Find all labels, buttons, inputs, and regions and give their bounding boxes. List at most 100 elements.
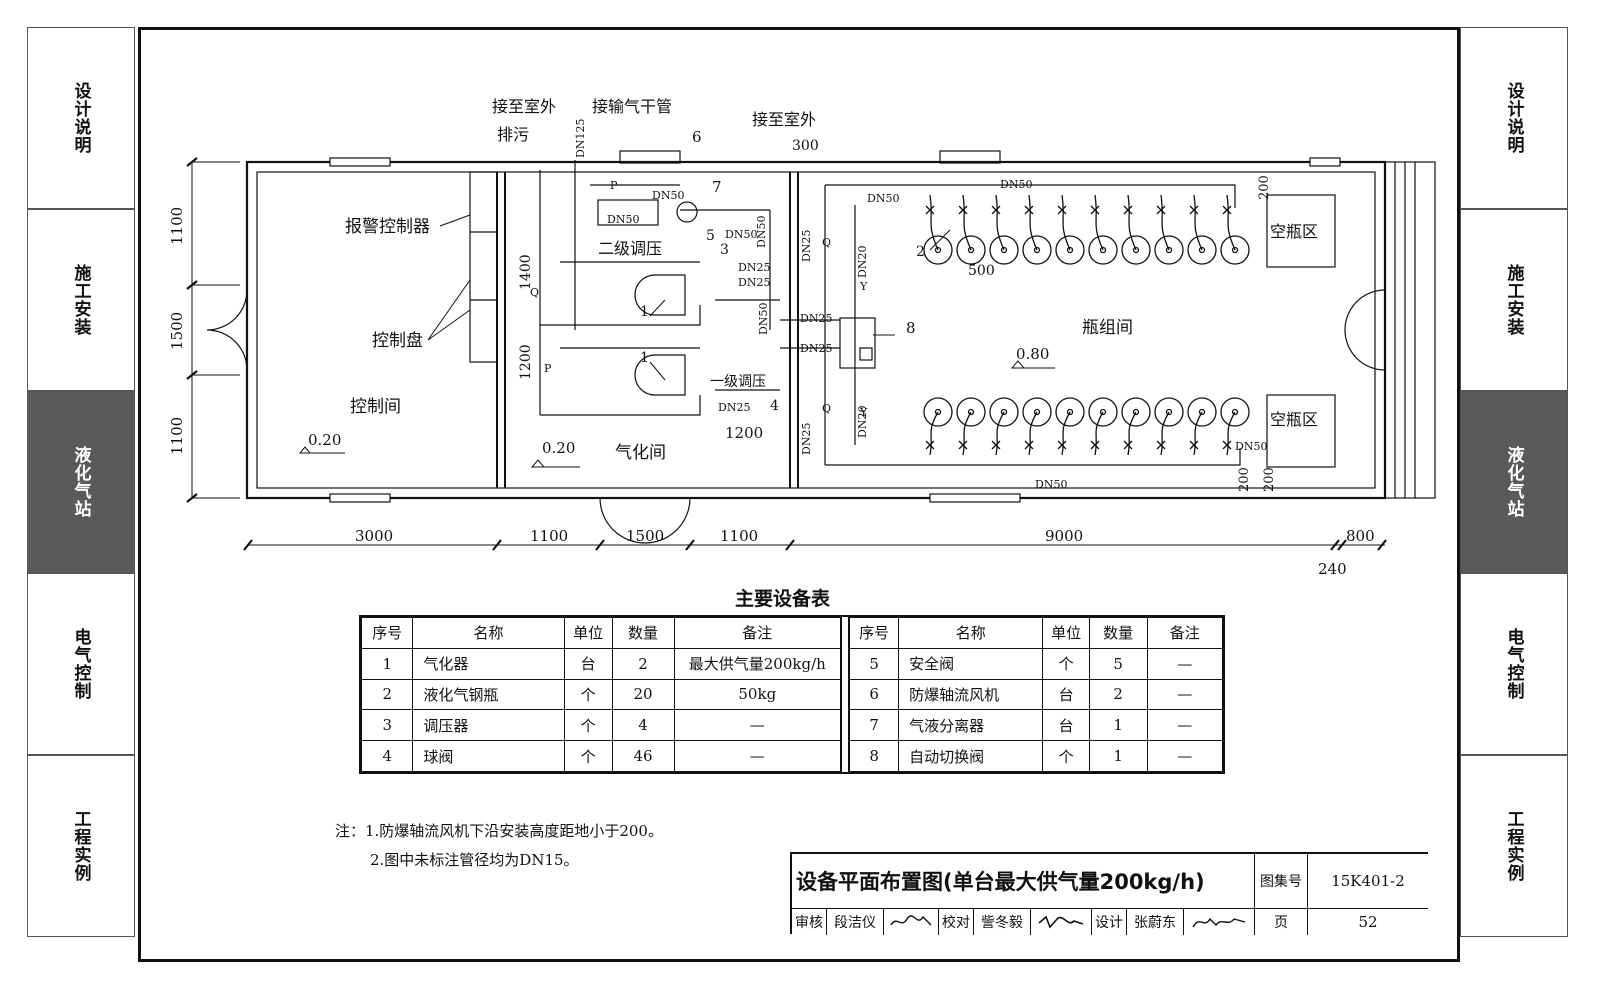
dn25-5: DN25 — [800, 342, 832, 355]
table-cell: 气液分离器 — [898, 709, 1044, 742]
checker-signature — [1031, 909, 1092, 935]
right-tab-1[interactable]: 施工安装 — [1460, 209, 1568, 391]
reviewer-signature — [884, 909, 939, 935]
table-cell: 个 — [1042, 647, 1090, 680]
empty-zone-bottom: 空瓶区 — [1270, 410, 1318, 429]
cylinder-hose — [929, 411, 939, 456]
table-cell: 2 — [611, 647, 675, 680]
gas-cylinder — [923, 397, 953, 427]
level-cylinder: 0.80 — [1016, 345, 1049, 363]
cylinder-valve — [1033, 246, 1041, 254]
dn25-7: DN25 — [800, 423, 813, 455]
room-vaporizer: 气化间 — [615, 443, 666, 463]
first-stage-label: 一级调压 — [710, 374, 766, 390]
dim-240: 240 — [1318, 560, 1347, 578]
q-mark-1: Q — [530, 286, 539, 299]
gas-cylinder — [923, 235, 953, 265]
table-header-cell: 数量 — [1088, 617, 1148, 649]
table-cell: 46 — [611, 740, 675, 772]
table-cell: 2 — [360, 678, 414, 711]
label-dn125: DN125 — [574, 119, 587, 158]
note-1: 注：1.防爆轴流风机下沿安装高度距地小于200。 — [335, 822, 663, 840]
cylinder-hose — [1127, 411, 1137, 456]
left-tab-4[interactable]: 工程实例 — [27, 755, 135, 937]
dn50-top: DN50 — [1000, 178, 1032, 191]
level-control: 0.20 — [308, 431, 341, 449]
callout-7: 7 — [712, 178, 722, 196]
left-tab-1[interactable]: 施工安装 — [27, 209, 135, 391]
callout-3: 3 — [720, 242, 729, 258]
right-tab-2[interactable]: 液化气站 — [1460, 391, 1568, 573]
gas-cylinder — [1055, 235, 1085, 265]
cylinder-valve — [967, 246, 975, 254]
left-tab-2[interactable]: 液化气站 — [27, 391, 135, 573]
table-cell: 2 — [1088, 678, 1148, 711]
cylinder-hose — [1028, 194, 1038, 251]
drawing-frame — [138, 27, 1460, 962]
left-tab-0[interactable]: 设计说明 — [27, 27, 135, 209]
gas-cylinder — [1088, 397, 1118, 427]
cylinder-hose — [995, 411, 1005, 456]
cylinder-hose — [1061, 411, 1071, 456]
cylinder-hose — [1193, 194, 1203, 251]
cylinder-valve — [1165, 246, 1173, 254]
right-tab-3[interactable]: 电气控制 — [1460, 573, 1568, 755]
cylinder-hose — [1061, 194, 1071, 251]
ball-valve — [925, 205, 935, 215]
table-cell: — — [673, 709, 842, 742]
q-mark-2: Q — [822, 236, 831, 249]
dn50-vap-4: DN50 — [755, 216, 768, 248]
cylinder-hose — [1028, 411, 1038, 456]
tab-label: 工程实例 — [1503, 810, 1524, 882]
page-number: 52 — [1358, 913, 1378, 931]
tab-label: 液化气站 — [70, 446, 91, 518]
table-cell: 1 — [1088, 740, 1148, 772]
right-tab-4[interactable]: 工程实例 — [1460, 755, 1568, 937]
table-cell: 防爆轴流风机 — [898, 678, 1044, 711]
cylinder-hose — [1226, 411, 1236, 456]
table-cell: 调压器 — [412, 709, 565, 742]
cylinder-hose — [1226, 194, 1236, 251]
dn25-3: DN25 — [718, 401, 750, 414]
table-cell: — — [1146, 740, 1224, 772]
table-header-cell: 名称 — [412, 617, 565, 649]
dim-300: 300 — [792, 138, 819, 154]
tab-label: 施工安装 — [70, 264, 91, 336]
table-cell: 7 — [848, 709, 900, 742]
room-cylinder: 瓶组间 — [1082, 318, 1133, 338]
gas-cylinder — [1154, 397, 1184, 427]
page-label: 页 — [1255, 909, 1308, 935]
atlas-label: 图集号 — [1255, 854, 1308, 908]
equipment-table-title: 主要设备表 — [735, 588, 831, 610]
cylinder-valve — [1132, 408, 1140, 416]
cylinder-hose — [962, 411, 972, 456]
designer: 张蔚东 — [1127, 909, 1184, 935]
left-dim-1: 1100 — [168, 207, 186, 245]
gas-cylinder — [1154, 235, 1184, 265]
control-panel-label: 控制盘 — [372, 331, 423, 351]
cylinder-valve — [1231, 408, 1239, 416]
table-cell: 个 — [563, 740, 613, 772]
right-tab-0[interactable]: 设计说明 — [1460, 27, 1568, 209]
reviewer: 段洁仪 — [827, 909, 884, 935]
table-cell: 6 — [848, 678, 900, 711]
table-cell: — — [1146, 647, 1224, 680]
ball-valve — [1156, 205, 1166, 215]
callout-5: 5 — [706, 228, 715, 244]
gas-cylinder — [989, 235, 1019, 265]
review-label: 审核 — [792, 909, 827, 935]
left-tab-3[interactable]: 电气控制 — [27, 573, 135, 755]
callout-6: 6 — [692, 128, 702, 146]
gas-cylinder — [989, 397, 1019, 427]
gas-cylinder — [1088, 235, 1118, 265]
dn20-1: DN20 — [856, 246, 869, 278]
tab-label: 液化气站 — [1503, 446, 1524, 518]
cylinder-hose — [929, 194, 939, 251]
